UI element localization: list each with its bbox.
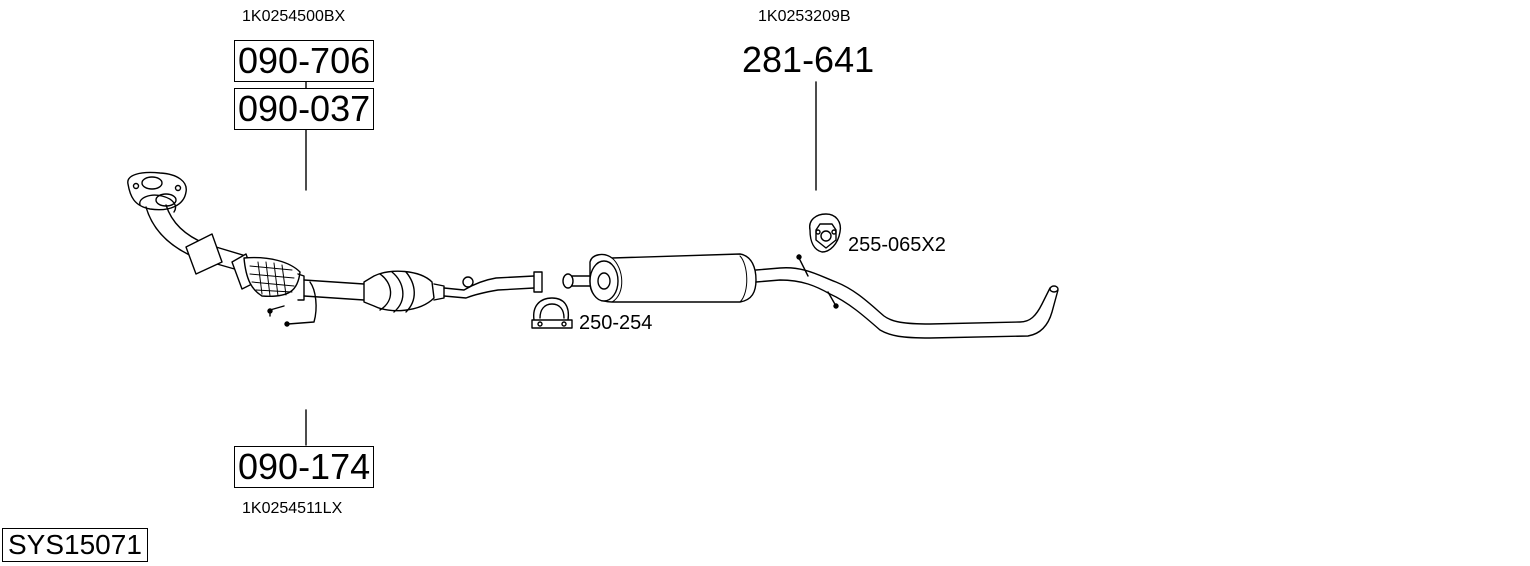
bracket-icon [287,281,317,325]
part-number-rubber-mount[interactable]: 255-065X2 [848,234,946,256]
clamp-icon [531,297,573,329]
front-pipe-oe-number: 1K0254500BX [242,8,346,25]
catalytic-converter-oe-number: 1K0254511LX [242,500,343,517]
rear-muffler-oe-number: 1K0253209B [758,8,851,25]
sensor-boss-icon [462,276,474,288]
part-number-front-pipe-1[interactable]: 090-706 [234,40,375,82]
flex-section-icon [243,256,301,297]
part-number-rear-muffler[interactable]: 281-641 [742,39,875,80]
rubber-mount-icon [809,213,842,253]
part-number-clamp[interactable]: 250-254 [579,312,653,334]
manifold-flange-icon [127,171,187,213]
rear-muffler-icon [562,253,757,303]
catalytic-converter-icon [363,270,445,313]
part-number-catalytic-converter[interactable]: 090-174 [234,446,375,488]
part-number-front-pipe-2[interactable]: 090-037 [234,88,375,130]
tail-pipe-icon [755,254,1059,339]
system-code: SYS15071 [2,528,148,562]
down-pipe-icon [145,204,257,290]
